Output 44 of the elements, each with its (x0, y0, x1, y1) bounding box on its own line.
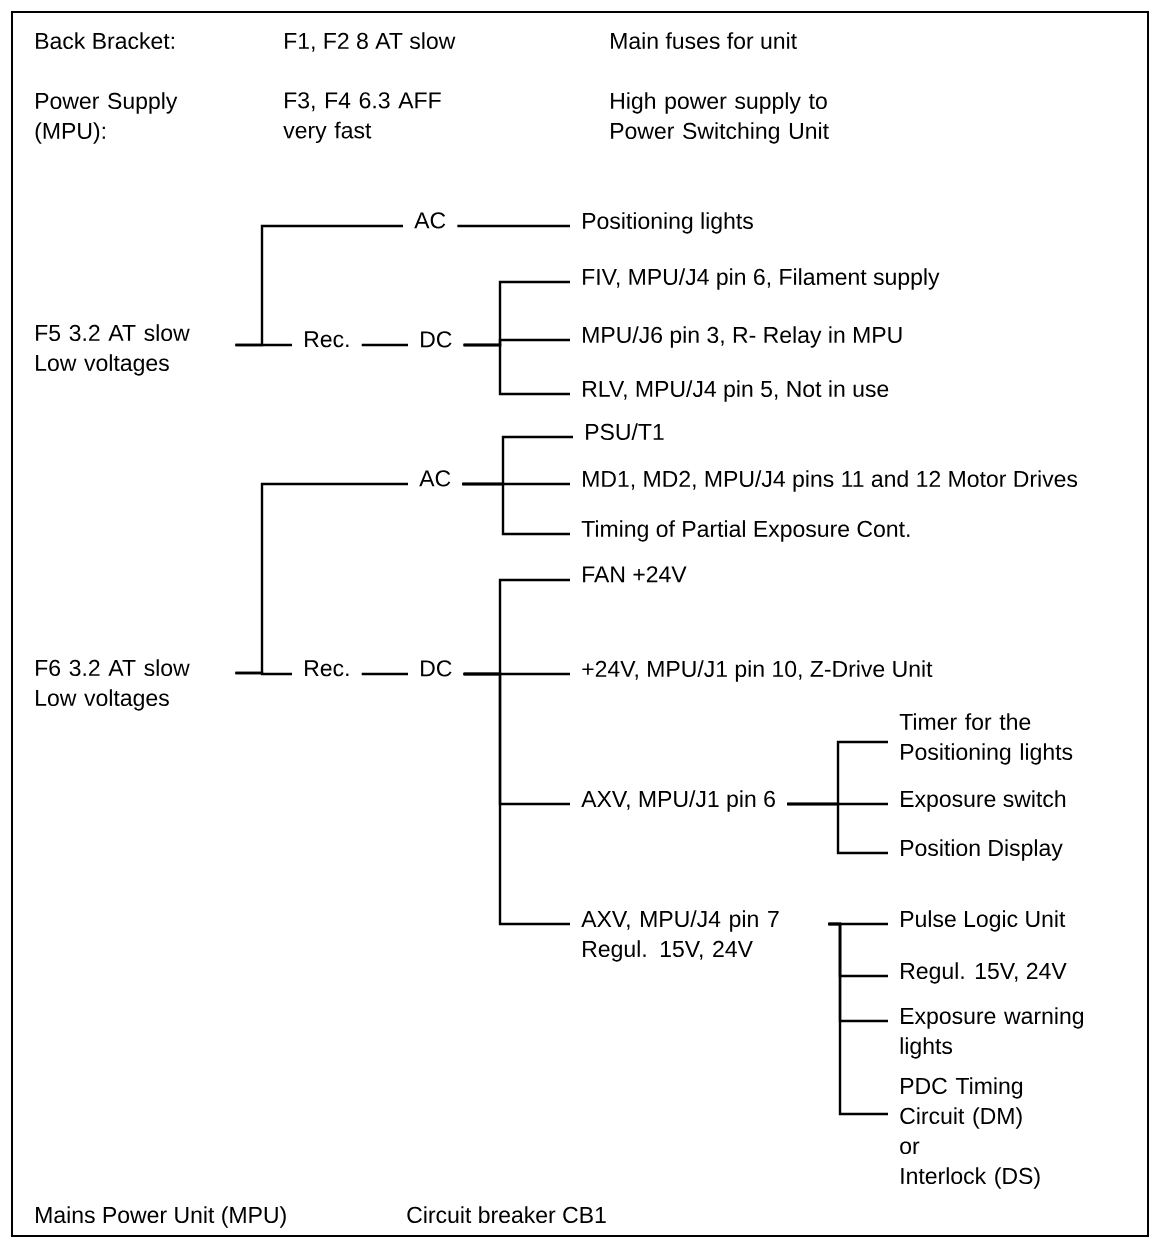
tree-label: MD1, MD2, MPU/J4 pins 11 and 12 Motor Drives (583, 470, 1078, 492)
tree-label: Exposure warning lights (900, 1007, 1084, 1059)
tree-label: Exposure switch (901, 790, 1066, 812)
tree-label: FIV, MPU/J4 pin 6, Filament supply (583, 268, 940, 290)
tree-label: AXV, MPU/J1 pin 6 (581, 790, 775, 812)
connector-line (462, 482, 570, 536)
tree-label: AC (414, 212, 446, 229)
tree-label: FAN +24V (583, 566, 687, 583)
table-text: Mains Power Unit (MPU) (36, 1206, 286, 1228)
tree-label: PSU/T1 (586, 423, 664, 441)
tree-label: DC (421, 660, 452, 677)
table-text: Back Bracket: (36, 32, 174, 50)
tree-label: Pulse Logic Unit (901, 910, 1066, 932)
tree-label: Position Display (901, 839, 1063, 861)
connector-line (463, 672, 570, 926)
tree-label: Positioning lights (583, 212, 753, 234)
tree-label: Timer for the Positioning lights (899, 713, 1073, 765)
connector-line (235, 343, 292, 347)
tree-label: Timing of Partial Exposure Cont. (581, 520, 910, 542)
connector-line (457, 224, 570, 228)
connector-line (463, 343, 570, 396)
connector-line (235, 671, 292, 676)
table-text: Main fuses for unit (611, 32, 797, 50)
table-text: Circuit breaker CB1 (407, 1206, 606, 1224)
tree-label: AXV, MPU/J4 pin 7 Regul. 15V, 24V (581, 910, 779, 962)
tree-label: RLV, MPU/J4 pin 5, Not in use (583, 380, 889, 402)
tree-label: Rec. (305, 331, 349, 348)
table-text: Power Supply (MPU): (35, 92, 178, 144)
connector-line (828, 922, 888, 1116)
table-text: F1, F2 8 AT slow (285, 32, 456, 52)
connector-line (361, 343, 408, 347)
tree-label: PDC Timing Circuit (DM) or Interlock (DS) (900, 1077, 1040, 1189)
connector-line (787, 802, 888, 855)
tree-label: +24V, MPU/J1 pin 10, Z-Drive Unit (582, 660, 933, 682)
tree-label: F6 3.2 AT slow Low voltages (36, 659, 190, 711)
tree-label: AC (419, 470, 451, 487)
tree-label: MPU/J6 pin 3, R- Relay in MPU (583, 326, 902, 348)
connector-line (361, 672, 408, 676)
tree-label: Regul. 15V, 24V (901, 962, 1067, 984)
table-text: High power supply to Power Switching Unit (611, 92, 829, 144)
tree-label: Rec. (305, 660, 349, 677)
tree-label: F5 3.2 AT slow Low voltages (36, 324, 190, 376)
table-text: F3, F4 6.3 AFF very fast (283, 92, 441, 144)
tree-label: DC (421, 331, 452, 348)
